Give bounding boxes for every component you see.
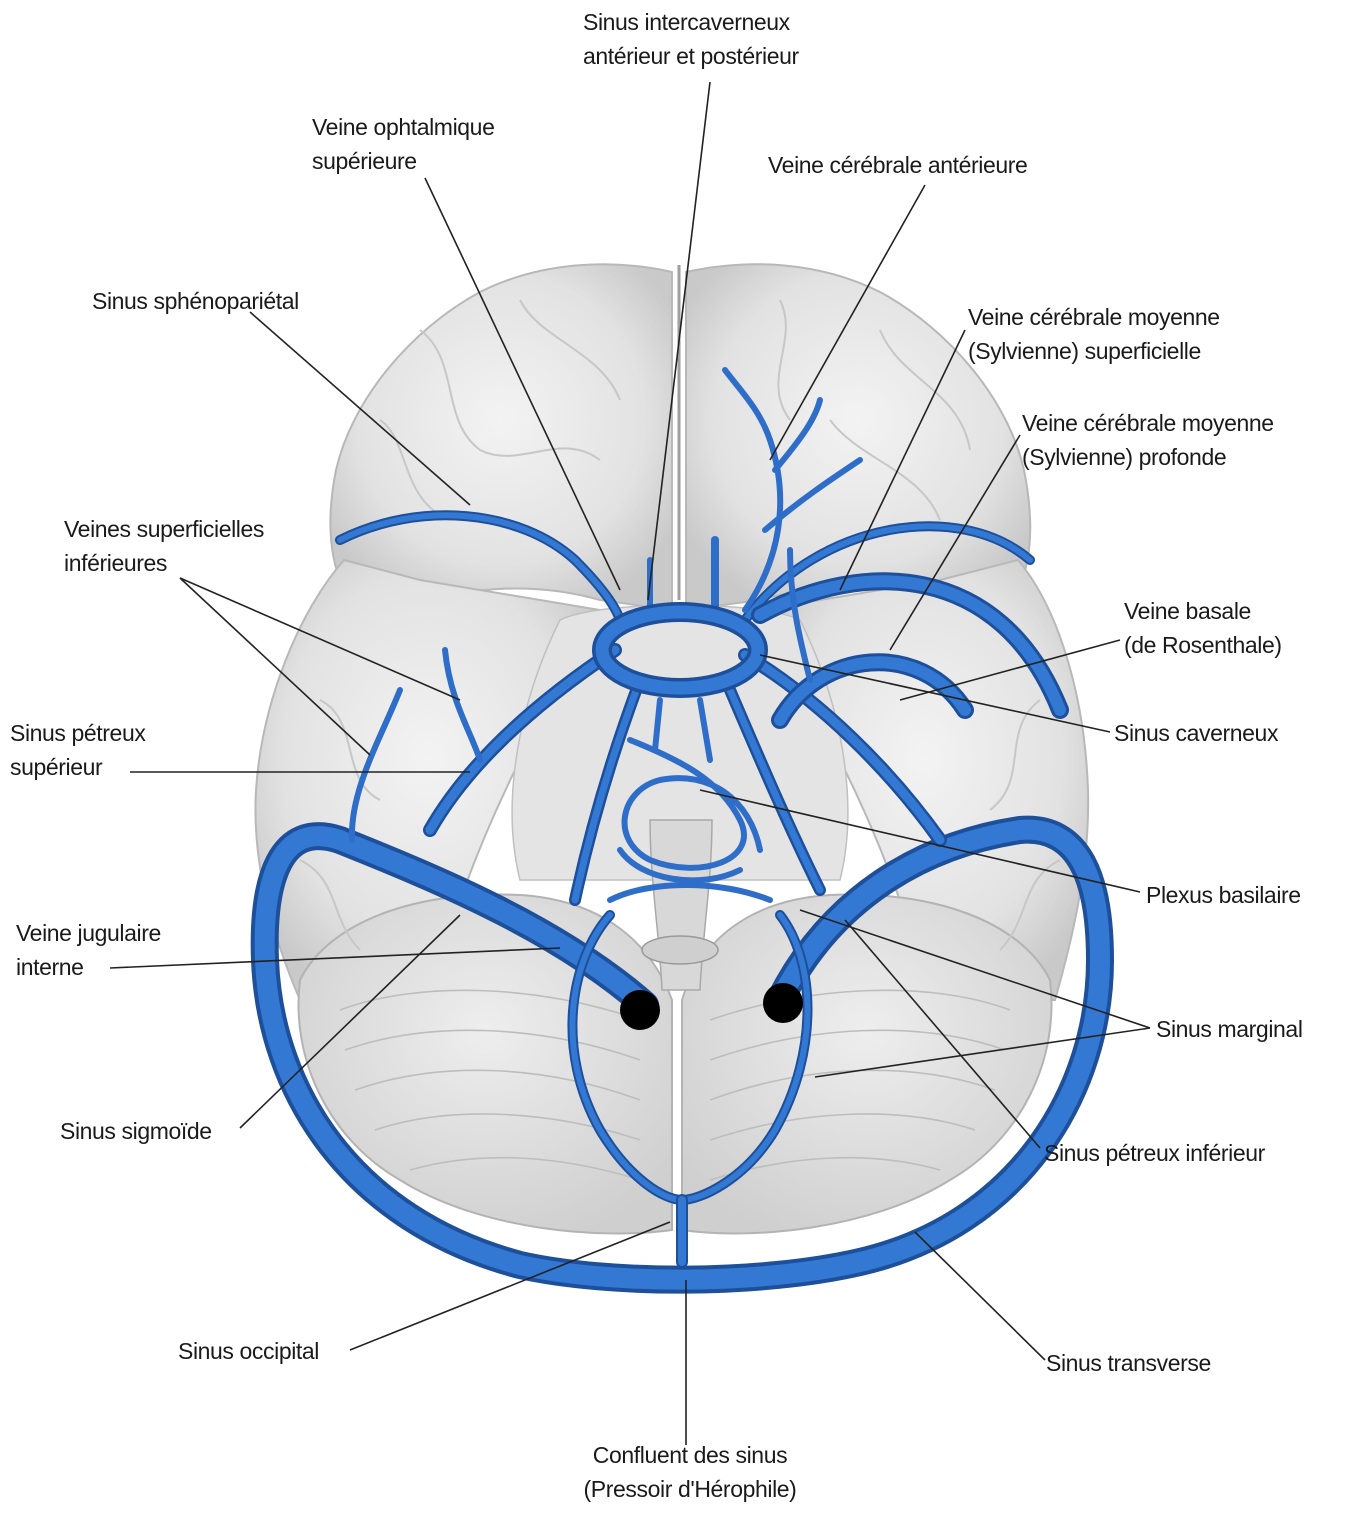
label-line: Veines superficielles — [64, 512, 264, 546]
label-sinus-marginal: Sinus marginal — [1156, 1012, 1303, 1046]
internal-jugular-right-opening — [763, 983, 803, 1023]
label-veine-moyenne-profonde: Veine cérébrale moyenne (Sylvienne) prof… — [1022, 406, 1274, 474]
label-sinus-occipital: Sinus occipital — [178, 1334, 319, 1368]
label-line: Veine cérébrale moyenne — [1022, 406, 1274, 440]
label-line: supérieur — [10, 750, 145, 784]
label-line: Sinus sphénopariétal — [92, 284, 299, 318]
label-line: Veine ophtalmique — [312, 110, 494, 144]
label-line: (Pressoir d'Hérophile) — [560, 1472, 820, 1506]
label-line: Veine cérébrale antérieure — [768, 148, 1027, 182]
label-line: inférieures — [64, 546, 264, 580]
label-line: Plexus basilaire — [1146, 878, 1301, 912]
label-line: Veine basale — [1124, 594, 1282, 628]
label-line: Confluent des sinus — [560, 1438, 820, 1472]
label-line: Sinus transverse — [1046, 1346, 1211, 1380]
label-veine-moyenne-superficielle: Veine cérébrale moyenne (Sylvienne) supe… — [968, 300, 1220, 368]
label-line: Sinus occipital — [178, 1334, 319, 1368]
internal-jugular-left-opening — [620, 990, 660, 1030]
label-veines-superficielles-inferieures: Veines superficielles inférieures — [64, 512, 264, 580]
label-line: Veine jugulaire — [16, 916, 161, 950]
label-veine-basale: Veine basale (de Rosenthale) — [1124, 594, 1282, 662]
brain-shape — [255, 264, 1088, 1233]
leader-sinus-transverse — [915, 1232, 1045, 1360]
label-line: (Sylvienne) superficielle — [968, 334, 1220, 368]
label-sinus-caverneux: Sinus caverneux — [1114, 716, 1278, 750]
label-sinus-sphenoparietal: Sinus sphénopariétal — [92, 284, 299, 318]
label-confluent-des-sinus: Confluent des sinus (Pressoir d'Hérophil… — [560, 1438, 820, 1506]
label-sinus-transverse: Sinus transverse — [1046, 1346, 1211, 1380]
label-line: Sinus pétreux inférieur — [1044, 1136, 1265, 1170]
label-line: Sinus sigmoïde — [60, 1114, 212, 1148]
left-frontal-lobe — [330, 264, 672, 610]
label-veine-jugulaire-interne: Veine jugulaire interne — [16, 916, 161, 984]
label-line: Sinus intercaverneux — [583, 5, 799, 39]
label-plexus-basilaire: Plexus basilaire — [1146, 878, 1301, 912]
label-veine-ophtalmique: Veine ophtalmique supérieure — [312, 110, 494, 178]
label-line: Sinus pétreux — [10, 716, 145, 750]
label-line: Sinus marginal — [1156, 1012, 1303, 1046]
label-line: (Sylvienne) profonde — [1022, 440, 1274, 474]
optic-chiasm — [642, 936, 718, 964]
label-line: (de Rosenthale) — [1124, 628, 1282, 662]
label-line: supérieure — [312, 144, 494, 178]
label-sinus-petreux-inferieur: Sinus pétreux inférieur — [1044, 1136, 1265, 1170]
label-line: Veine cérébrale moyenne — [968, 300, 1220, 334]
label-veine-cerebrale-anterieure: Veine cérébrale antérieure — [768, 148, 1027, 182]
label-sinus-sigmoide: Sinus sigmoïde — [60, 1114, 212, 1148]
label-line: antérieur et postérieur — [583, 39, 799, 73]
label-line: Sinus caverneux — [1114, 716, 1278, 750]
label-line: interne — [16, 950, 161, 984]
label-sinus-petreux-superieur: Sinus pétreux supérieur — [10, 716, 145, 784]
label-sinus-intercaverneux: Sinus intercaverneux antérieur et postér… — [583, 5, 799, 73]
